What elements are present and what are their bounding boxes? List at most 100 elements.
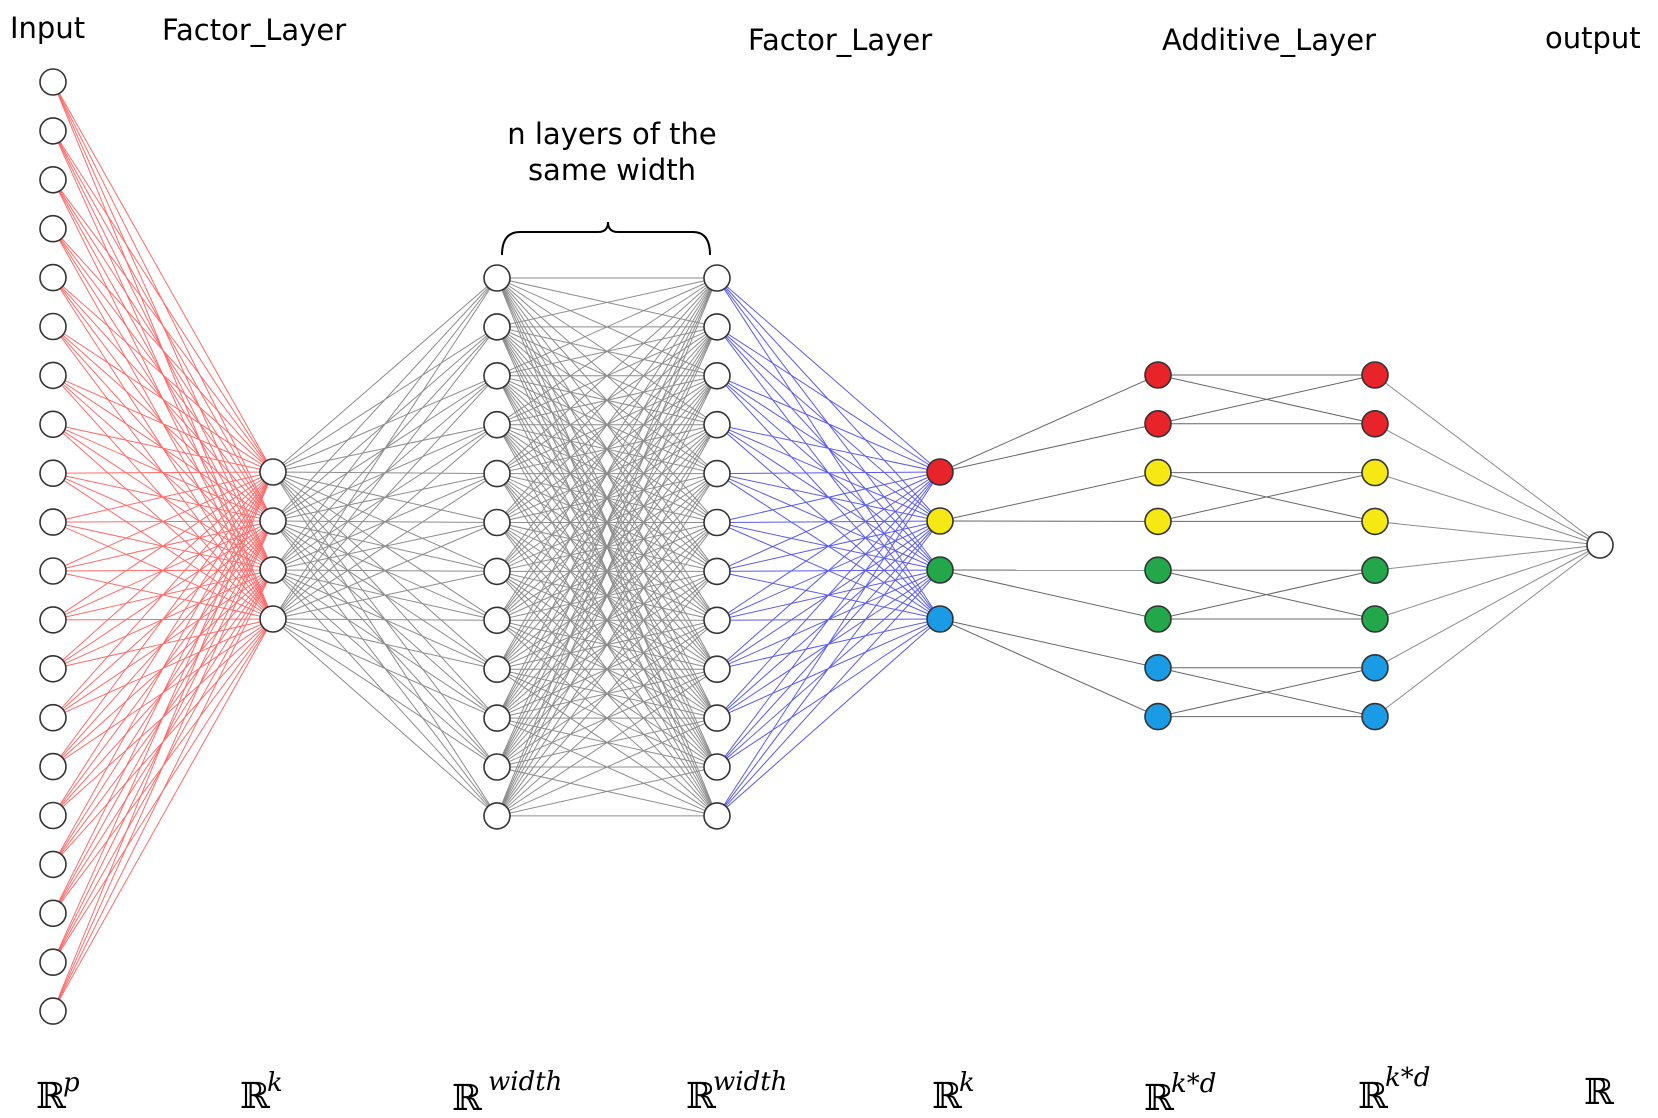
space-label-factor-1-sup: k: [267, 1068, 283, 1098]
factor-edge: [716, 471, 941, 719]
additive-edge: [1157, 569, 1376, 620]
additive-edge: [939, 472, 1159, 522]
additive-node: [1144, 653, 1172, 682]
factor-output-node: [926, 556, 954, 584]
hidden-edge: [496, 277, 718, 377]
hidden-edge: [496, 277, 718, 474]
space-label-factor-2-base: ℝ: [932, 1076, 963, 1117]
input-node: [39, 997, 67, 1025]
additive-edge: [939, 423, 1159, 473]
input-node: [39, 508, 67, 536]
factor-edge: [716, 424, 941, 473]
additive-node: [1361, 653, 1389, 682]
input-edge: [52, 471, 274, 474]
factor-layer-1-nodes: [259, 458, 287, 633]
input-edge: [52, 471, 274, 816]
factor-edge: [716, 471, 941, 817]
input-edge: [52, 471, 274, 621]
space-label-hidden-2: ℝ width: [686, 1067, 787, 1117]
hidden-edge: [272, 522, 498, 620]
output-edge: [1374, 544, 1601, 571]
space-label-additive-1-base: ℝ: [1144, 1078, 1175, 1118]
factor-edge: [716, 520, 941, 817]
hidden-edge: [272, 570, 498, 620]
hidden-edge: [496, 277, 718, 768]
hidden-edge: [496, 619, 718, 817]
additive-node: [1144, 507, 1172, 536]
hidden-node: [483, 802, 511, 830]
input-edge: [52, 471, 274, 719]
space-label-factor-1-base: ℝ: [240, 1076, 271, 1117]
factor-output-node: [926, 458, 954, 486]
additive-node: [1144, 458, 1172, 487]
space-label-additive-2-base: ℝ: [1358, 1076, 1389, 1117]
input-edge: [52, 471, 274, 1012]
input-layer-nodes: [39, 68, 67, 1025]
space-label-factor-1: ℝ k: [240, 1068, 283, 1117]
hidden-edge: [496, 277, 718, 817]
additive-edge: [939, 618, 1159, 669]
additive-node: [1144, 361, 1172, 389]
space-label-output: ℝ: [1584, 1072, 1615, 1113]
hidden-edge: [496, 375, 718, 817]
hidden-layers-note-line-1: n layers of the: [507, 117, 716, 151]
hidden-edge: [272, 618, 498, 719]
input-edge: [52, 618, 274, 1012]
hidden-node: [703, 753, 731, 781]
factor-output-node: [926, 605, 954, 633]
hidden-edge: [272, 375, 498, 620]
hidden-layer-2-nodes: [703, 264, 731, 830]
hidden-edge: [496, 277, 718, 670]
hidden-node: [703, 802, 731, 830]
input-edge: [52, 326, 274, 473]
input-edge: [52, 471, 274, 572]
hidden-edge: [496, 277, 718, 523]
space-label-additive-2: ℝ k*d: [1358, 1063, 1430, 1117]
factor-edge: [716, 569, 941, 817]
input-node: [39, 850, 67, 879]
hidden-node: [483, 557, 511, 586]
input-node: [39, 654, 67, 683]
input-edge: [52, 471, 274, 767]
space-label-input: ℝ p: [36, 1068, 80, 1117]
space-label-hidden-2-base: ℝ: [686, 1076, 717, 1117]
factor-edge: [716, 375, 941, 473]
input-edge: [52, 471, 274, 963]
hidden-node: [483, 459, 511, 488]
factor-edge: [716, 471, 941, 523]
factor-edge: [716, 277, 941, 473]
additive-node: [1144, 702, 1172, 731]
input-edge: [52, 471, 274, 670]
input-edge: [52, 520, 274, 1012]
hidden-node: [703, 704, 731, 732]
input-node: [39, 166, 67, 194]
output-edge: [1374, 374, 1601, 546]
output-edge: [1374, 472, 1601, 546]
additive-edge: [939, 569, 1159, 620]
space-label-output-base: ℝ: [1584, 1072, 1615, 1113]
hidden-edge: [272, 618, 498, 621]
factor-node: [259, 605, 287, 633]
factor-node: [259, 458, 287, 486]
hidden-node: [703, 361, 731, 390]
input-node: [39, 312, 67, 341]
hidden-edge: [496, 424, 718, 817]
hidden-node: [483, 264, 511, 292]
hidden-layers-note-line-2: same width: [528, 153, 696, 187]
additive-node: [1144, 605, 1172, 633]
output-edge: [1374, 544, 1601, 717]
additive-layer-2-nodes: [1361, 361, 1389, 731]
hidden-edge: [272, 277, 498, 620]
space-label-additive-2-sup: k*d: [1385, 1063, 1430, 1093]
hidden-edge: [496, 277, 718, 572]
additive-node: [1361, 361, 1389, 389]
factor-edge: [716, 618, 941, 817]
hidden-edge: [272, 618, 498, 768]
additive-node: [1144, 556, 1172, 585]
additive-node: [1144, 409, 1172, 438]
hidden-edge: [272, 424, 498, 620]
factor-layer-2-title: Factor_Layer: [748, 23, 932, 57]
hidden-edge: [496, 571, 718, 817]
input-node: [39, 214, 67, 243]
space-label-input-sup: p: [63, 1068, 80, 1098]
